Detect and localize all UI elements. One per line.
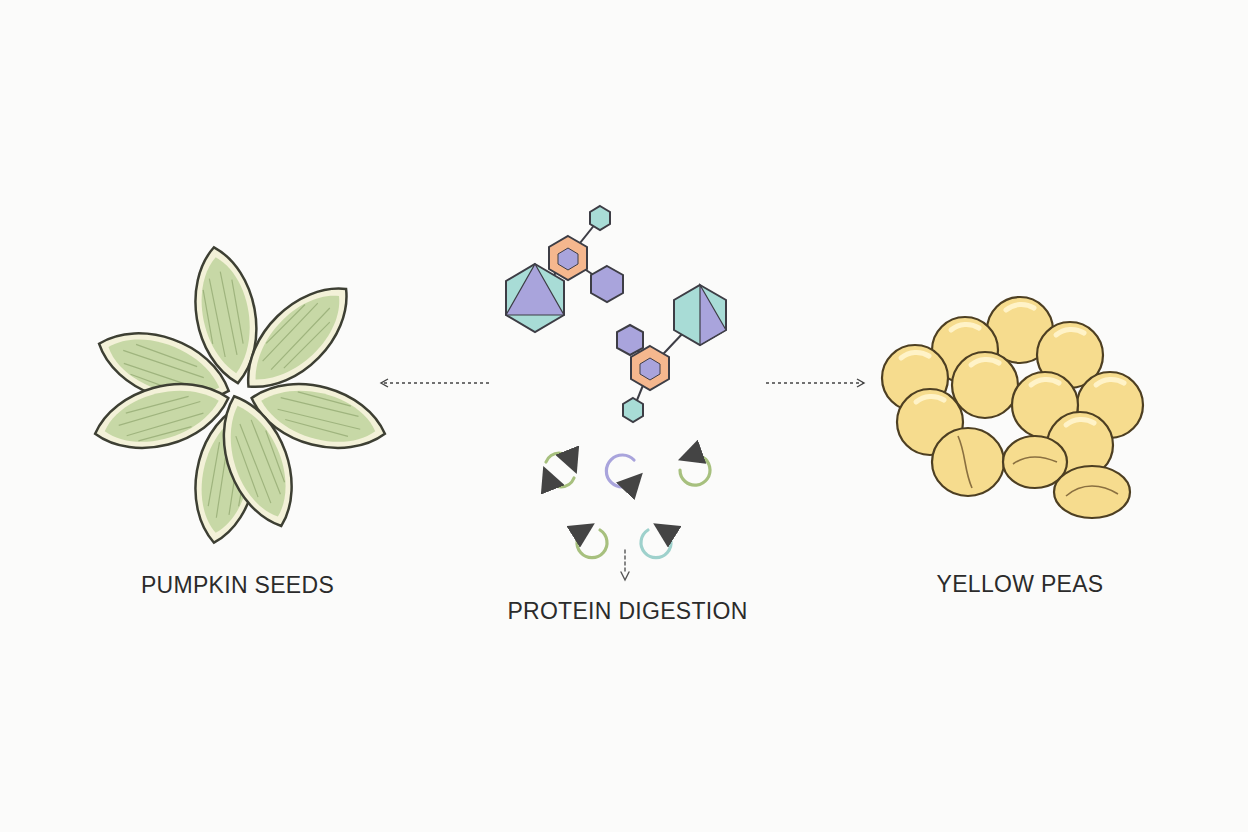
molecule-icons bbox=[506, 206, 726, 422]
pumpkin-seeds bbox=[88, 242, 393, 548]
ingredient-node: PUMPKIN SEEDS bbox=[100, 280, 375, 610]
yellow-peas bbox=[882, 297, 1143, 518]
node-label: PROTEIN DIGESTION bbox=[507, 598, 747, 625]
process-node: PROTEIN DIGESTION bbox=[495, 200, 760, 635]
cycle-icons bbox=[546, 453, 710, 580]
dashed-arrow bbox=[381, 382, 489, 383]
ingredient-node: YELLOW PEAS bbox=[870, 295, 1170, 610]
dashed-arrow bbox=[766, 382, 864, 383]
node-label: PUMPKIN SEEDS bbox=[141, 572, 334, 599]
node-label: YELLOW PEAS bbox=[937, 571, 1104, 598]
